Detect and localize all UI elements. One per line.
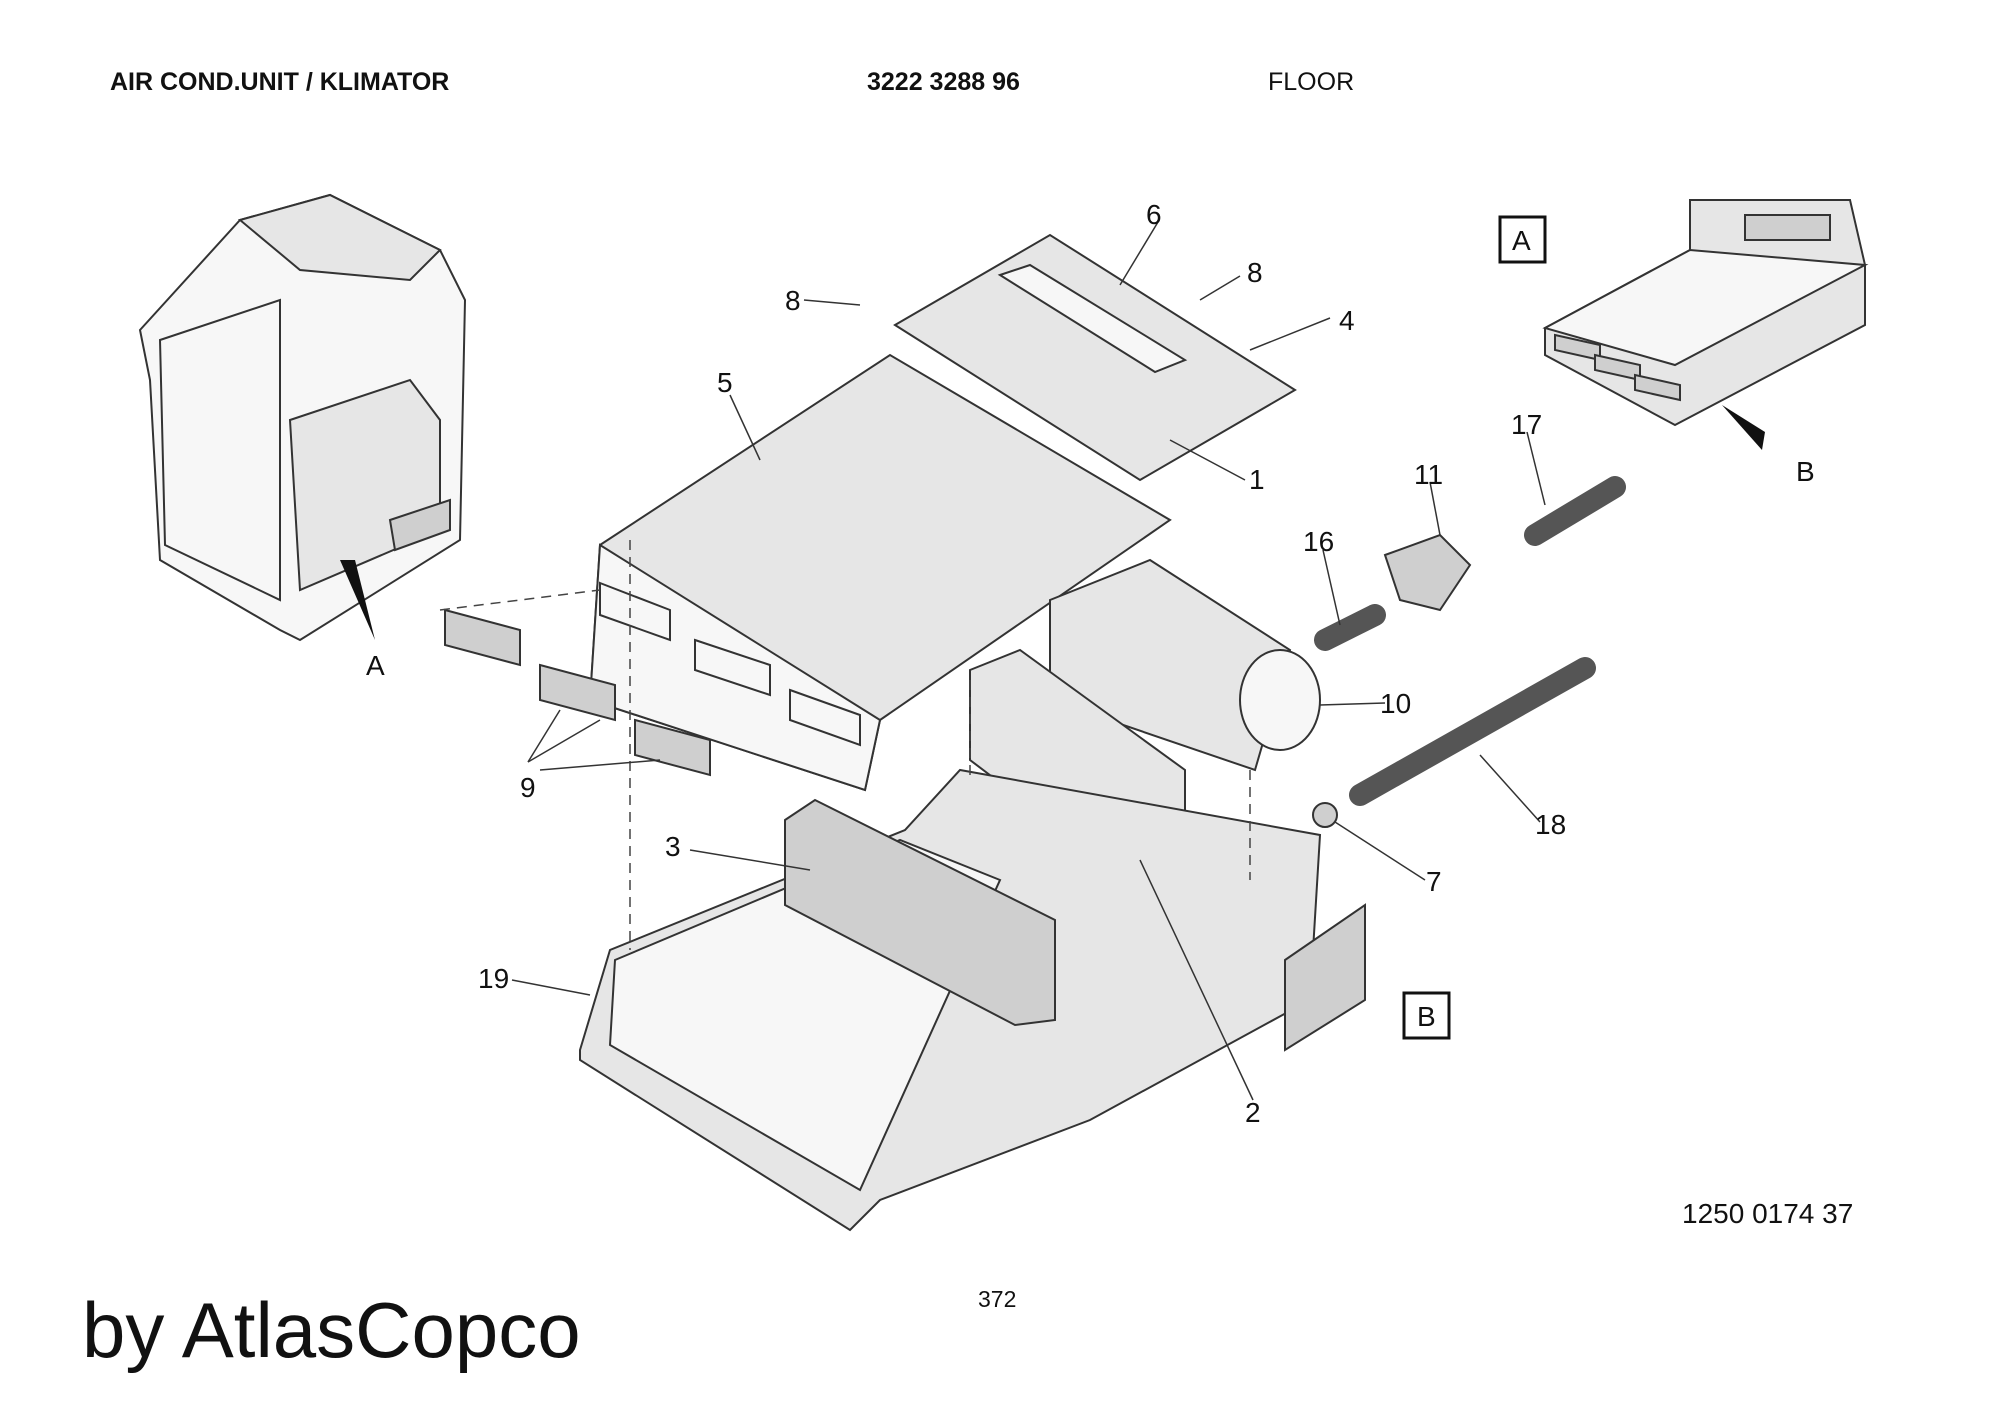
drawing-number: 1250 0174 37 <box>1682 1198 1854 1229</box>
callout-16: 16 <box>1303 526 1334 557</box>
watermark: by AtlasCopco <box>82 1286 581 1374</box>
unit-overview-illustration <box>1542 199 1869 450</box>
part-number: 3222 3288 96 <box>867 68 1020 96</box>
grille <box>444 608 521 667</box>
cover-plate <box>893 233 1297 482</box>
side-plate <box>1284 903 1366 1052</box>
grommet <box>1312 802 1338 828</box>
page-number: 372 <box>978 1286 1017 1312</box>
section-label: FLOOR <box>1268 68 1355 96</box>
callout-19: 19 <box>478 963 509 994</box>
callout-4: 4 <box>1339 305 1355 336</box>
view-a-arrow-label: A <box>366 650 385 681</box>
callout-18: 18 <box>1535 809 1566 840</box>
callout-8: 8 <box>785 285 801 316</box>
callout-5: 5 <box>717 367 733 398</box>
callout-17: 17 <box>1511 409 1542 440</box>
callout-1: 1 <box>1249 464 1265 495</box>
callout-2: 2 <box>1245 1097 1261 1128</box>
expansion-valve <box>1383 533 1472 612</box>
callout-11: 11 <box>1414 459 1443 490</box>
callout-8: 8 <box>1247 257 1263 288</box>
cab-overview-illustration <box>138 193 467 642</box>
view-a-box <box>1498 215 1547 264</box>
document-title: AIR COND.UNIT / KLIMATOR <box>110 68 450 96</box>
evaporator-core <box>784 798 1056 1027</box>
filter-6 <box>997 263 1188 374</box>
callout-7: 7 <box>1426 866 1442 897</box>
view-b-arrow-label: B <box>1796 456 1815 487</box>
callout-9: 9 <box>520 772 536 803</box>
view-b-box <box>1402 991 1451 1040</box>
view-a-box-label: A <box>1512 225 1531 256</box>
callout-6: 6 <box>1146 199 1162 230</box>
grille <box>539 663 616 722</box>
grille <box>634 718 711 777</box>
view-b-box-label: B <box>1417 1001 1436 1032</box>
callout-3: 3 <box>665 831 681 862</box>
callout-10: 10 <box>1380 688 1411 719</box>
